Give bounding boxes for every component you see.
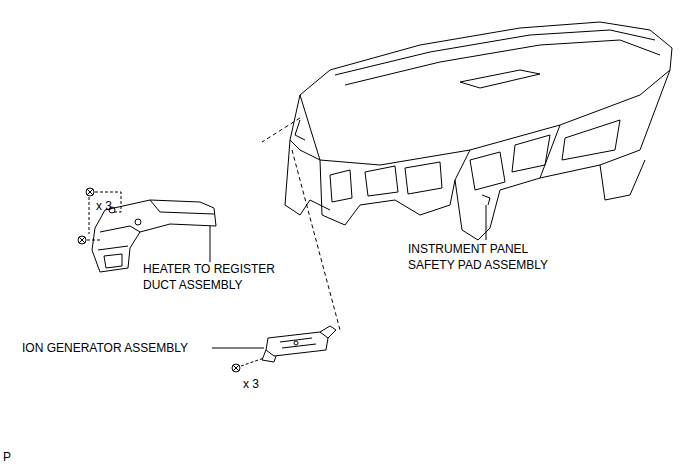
part-name: ION GENERATOR ASSEMBLY: [22, 340, 210, 356]
leader-line: [212, 348, 264, 349]
ion-generator-drawing: [232, 326, 336, 372]
part-name: INSTRUMENT PANEL SAFETY PAD ASSEMBLY: [408, 241, 556, 273]
part-name: HEATER TO REGISTER DUCT ASSEMBLY: [143, 261, 293, 293]
leader-line: [210, 226, 211, 262]
quantity-label: x 3: [96, 198, 136, 214]
quantity-label: x 3: [243, 376, 283, 392]
leader-line: [486, 205, 487, 240]
duct-screws: [78, 188, 121, 244]
placement-line: [262, 118, 300, 142]
placement-line: [292, 150, 340, 330]
figure-code: P: [3, 449, 33, 465]
instrument-panel-drawing: [285, 22, 672, 240]
